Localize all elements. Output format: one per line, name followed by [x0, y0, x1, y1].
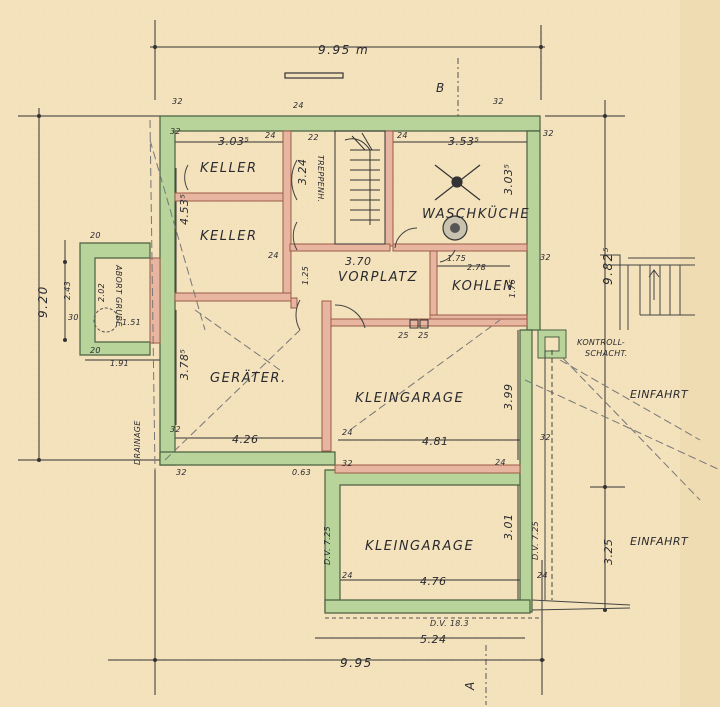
- wall-thickness-7: 24: [397, 131, 408, 140]
- wall-thickness-21: 25: [398, 331, 409, 340]
- dim-treppe-height: 3.24: [296, 159, 309, 186]
- wall-thickness-19: 30: [68, 313, 79, 322]
- wall-thickness-14: 24: [495, 458, 506, 467]
- room-label-keller-2: KELLER: [200, 229, 257, 244]
- dim-geraeter-width: 4.26: [232, 433, 259, 446]
- dimension-ticks: [37, 45, 607, 662]
- exterior-stairs: [600, 254, 695, 330]
- door-swings: [184, 159, 456, 331]
- wall-thickness-17: 24: [537, 571, 548, 580]
- dim-grube-inner: 1.51: [122, 318, 141, 327]
- wall-thickness-6: 24: [293, 101, 304, 110]
- dim-wasch-height: 3.03⁵: [502, 164, 515, 195]
- wall-thickness-1: 32: [172, 97, 183, 106]
- section-mark-a: A: [463, 680, 477, 691]
- wall-thickness-4: 32: [543, 129, 554, 138]
- room-label-geraeter: GERÄTER.: [210, 370, 287, 386]
- wall-thickness-23: 22: [308, 133, 319, 142]
- dim-keller-height: 4.53⁵: [178, 194, 191, 225]
- dimension-lines: [18, 20, 625, 695]
- wall-thickness-18: 20: [90, 231, 101, 240]
- wall-thickness-15: 32: [540, 433, 551, 442]
- dim-lower-width: 5.24: [420, 633, 447, 646]
- dim-geraeter-height: 3.78⁵: [178, 349, 191, 380]
- dim-garage1-height: 3.99: [502, 384, 515, 411]
- floor-drain-symbol: [434, 164, 481, 201]
- inner-walls: [149, 130, 528, 474]
- dim-garage1-width: 4.81: [422, 435, 449, 448]
- room-label-waschkueche: WASCHKÜCHE: [422, 205, 530, 222]
- dim-garage2-height: 3.01: [502, 514, 515, 541]
- dim-top-width: 9.95 m: [318, 43, 369, 57]
- wall-thickness-10: 32: [170, 425, 181, 434]
- ramp-lines: [531, 599, 631, 611]
- dim-dv-left: D.V. 7.25: [323, 526, 332, 565]
- label-kontrollschacht-2: SCHACHT.: [585, 349, 628, 358]
- room-label-abort-grube: ABORT GRUBE: [114, 264, 123, 327]
- wall-thickness-5: 24: [265, 131, 276, 140]
- room-label-kleingarage-1: KLEINGARAGE: [355, 391, 464, 406]
- section-mark-b: B: [436, 81, 446, 95]
- dim-dv-bottom: D.V. 18.3: [430, 619, 469, 628]
- dim-dv-right: D.V. 7.25: [531, 521, 540, 560]
- dim-vorplatz-width: 3.70: [345, 255, 372, 268]
- dim-kohlen-height: 1.76: [508, 279, 517, 298]
- dim-wasch-width: 3.53⁵: [448, 135, 479, 148]
- wall-thickness-2: 32: [493, 97, 504, 106]
- room-label-keller-1: KELLER: [200, 161, 257, 176]
- room-label-treppenhaus: TREPPENH.: [316, 155, 325, 202]
- window-marker: [284, 72, 344, 79]
- staircase: [334, 130, 386, 245]
- outer-walls: [79, 115, 541, 614]
- dim-left-height: 9.20: [36, 285, 50, 318]
- cesspit-circle: [93, 307, 119, 333]
- dim-right-height: 9.82⁵: [601, 246, 615, 285]
- small-squares: [409, 319, 429, 329]
- dim-grube-w: 2.02: [97, 283, 106, 302]
- wall-thickness-24: 0.63: [292, 468, 311, 477]
- dim-kohlen-width: 2.78: [467, 263, 486, 272]
- wall-thickness-20: 20: [90, 346, 101, 355]
- label-kontrollschacht-1: KONTROLL-: [577, 338, 625, 347]
- dim-einfahrt-height: 3.25: [602, 539, 615, 566]
- dim-grube-h: 2.43: [63, 281, 72, 300]
- drain-lines: [149, 119, 720, 501]
- room-label-kohlen: KOHLEN: [452, 279, 514, 294]
- wall-thickness-22: 25: [418, 331, 429, 340]
- dim-bottom-width: 9.95: [340, 656, 373, 670]
- dim-kohlen-side: 1.75: [447, 254, 466, 263]
- wall-thickness-16: 24: [342, 571, 353, 580]
- wall-thickness-8: 24: [268, 251, 279, 260]
- room-label-vorplatz: VORPLATZ: [338, 270, 418, 285]
- paper-edge-shade: [680, 0, 720, 707]
- dim-keller-width: 3.03⁵: [218, 135, 249, 148]
- dim-vorplatz-height: 1.25: [301, 266, 310, 285]
- dim-garage2-width: 4.76: [420, 575, 447, 588]
- wall-thickness-3: 32: [170, 127, 181, 136]
- wall-thickness-13: 32: [342, 459, 353, 468]
- label-einfahrt-2: EINFAHRT: [630, 535, 689, 548]
- label-drainage: DRAINAGE: [133, 420, 142, 465]
- wall-thickness-12: 24: [342, 428, 353, 437]
- wall-thickness-11: 32: [176, 468, 187, 477]
- boiler-symbol: [442, 215, 468, 241]
- wall-thickness-9: 32: [540, 253, 551, 262]
- label-einfahrt-1: EINFAHRT: [630, 388, 689, 401]
- room-label-kleingarage-2: KLEINGARAGE: [365, 539, 474, 554]
- dim-grube-outer: 1.91: [110, 359, 129, 368]
